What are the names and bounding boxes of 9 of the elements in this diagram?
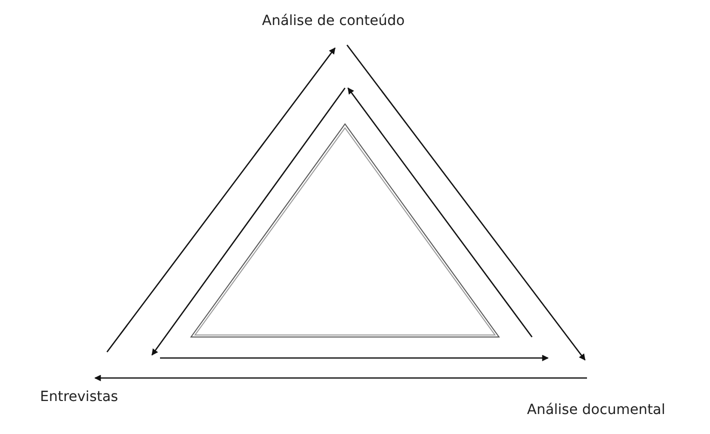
arrow	[346, 44, 586, 361]
arrow	[151, 88, 346, 356]
node-label: Entrevistas	[40, 388, 118, 406]
arrow	[347, 87, 533, 338]
node-label: Análise documental	[527, 401, 666, 419]
node-label: Análise de conteúdo	[262, 12, 405, 30]
arrow	[106, 47, 336, 352]
arrow	[94, 374, 587, 382]
arrow	[160, 354, 549, 362]
